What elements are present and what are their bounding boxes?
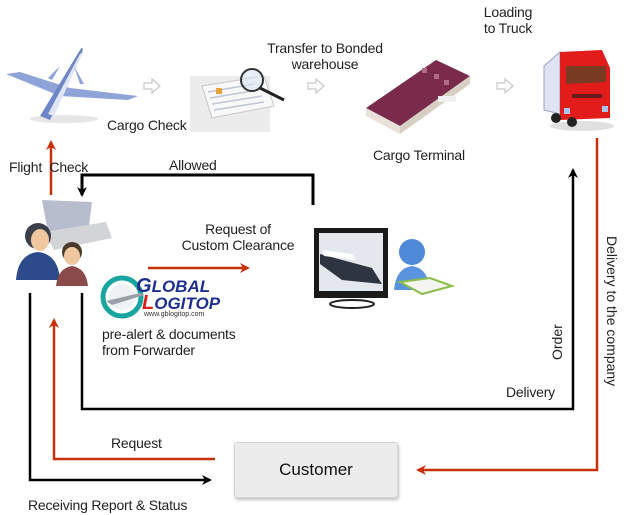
flight-check-label: Flight Check (9, 159, 89, 175)
allowed-label: Allowed (169, 157, 217, 173)
global-logitop-logo: GLOBAL LOGITOP www.gblogitop.com (100, 275, 220, 319)
cargo-check-label: Cargo Check (107, 117, 187, 133)
order-label: Order (549, 324, 565, 360)
step-arrow-icon (143, 77, 514, 95)
logo-url: www.gblogitop.com (144, 311, 205, 318)
loading-line2: to Truck (483, 20, 533, 36)
prealert-line2: from Forwarder (102, 342, 195, 358)
receiving-report-arrow (28, 293, 212, 485)
custom-clearance-line1: Request of (205, 221, 271, 237)
prealert-label: pre-alert & documents from Forwarder (102, 326, 236, 358)
delivery-to-company-arrow (416, 138, 599, 475)
logo-line1: GLOBAL (136, 275, 210, 298)
loading-truck-label: Loading to Truck (476, 4, 540, 36)
loading-line1: Loading (483, 4, 533, 20)
customer-box: Customer (234, 442, 398, 498)
transfer-bonded-label: Transfer to Bonded warehouse (255, 40, 395, 72)
custom-clearance-label: Request of Custom Clearance (176, 221, 300, 253)
transfer-line1: Transfer to Bonded (267, 40, 383, 56)
delivery-to-company-label: Delivery to the company (604, 236, 620, 387)
request-arrow (49, 318, 215, 461)
logo-initial-g: G (136, 275, 152, 297)
logo-line2: LOGITOP (142, 292, 220, 315)
logo-logitop-text: OGITOP (154, 294, 221, 313)
truck-icon (543, 50, 614, 131)
request-label: Request (111, 435, 162, 451)
transfer-line2: warehouse (291, 56, 359, 72)
order-delivery-line (80, 168, 578, 411)
customer-label: Customer (279, 460, 353, 479)
documents-magnifier-icon (190, 68, 285, 132)
staff-laptop-icon (16, 200, 112, 286)
globe-plane-icon (100, 275, 144, 319)
prealert-line1: pre-alert & documents (102, 326, 236, 342)
delivery-label: Delivery (506, 384, 555, 400)
custom-clearance-line2: Custom Clearance (181, 237, 295, 253)
logo-initial-l: L (142, 292, 155, 314)
warehouse-icon (366, 60, 470, 134)
airplane-icon (6, 47, 138, 123)
allowed-arrow (77, 173, 315, 205)
customs-computer-icon (314, 228, 456, 309)
receiving-report-label: Receiving Report & Status (28, 497, 188, 513)
cargo-terminal-label: Cargo Terminal (373, 147, 465, 163)
logo-global-text: LOBAL (151, 277, 211, 296)
